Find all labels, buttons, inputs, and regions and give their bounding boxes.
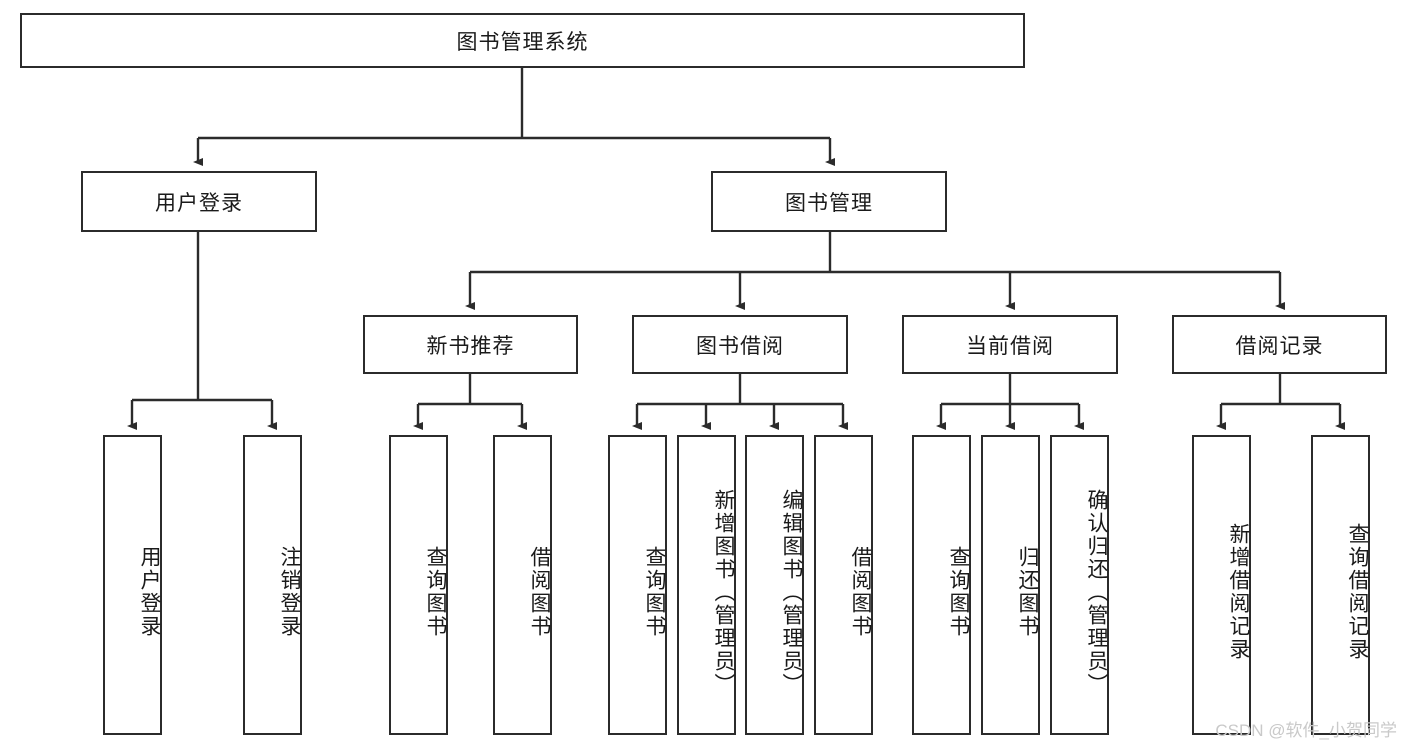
node-root-book-management-system[interactable]: 图书管理系统 (20, 13, 1025, 68)
watermark: CSDN @软件_小贺同学 (1215, 721, 1397, 740)
node-label: 确认归还（管理员） (1085, 488, 1108, 696)
node-label: 图书管理系统 (456, 30, 589, 54)
leaf-user-login-login[interactable]: 用户登录 (103, 435, 162, 735)
node-label: 编辑图书（管理员） (780, 488, 803, 696)
leaf-user-login-logout[interactable]: 注销登录 (243, 435, 302, 735)
node-label: 查询借阅记录 (1346, 523, 1369, 661)
node-label: 查询图书 (424, 546, 447, 638)
node-label: 借阅记录 (1235, 334, 1324, 358)
node-label: 用户登录 (138, 546, 161, 638)
node-label: 图书管理 (785, 191, 873, 215)
node-label: 注销登录 (278, 546, 301, 638)
node-user-login[interactable]: 用户登录 (81, 171, 317, 232)
node-book-borrow[interactable]: 图书借阅 (632, 315, 848, 374)
leaf-current-borrow-query-book[interactable]: 查询图书 (912, 435, 971, 735)
node-label: 查询图书 (947, 546, 970, 638)
leaf-book-borrow-edit-book-admin[interactable]: 编辑图书（管理员） (745, 435, 804, 735)
node-book-management[interactable]: 图书管理 (711, 171, 947, 232)
node-new-book-recommend[interactable]: 新书推荐 (363, 315, 578, 374)
node-label: 借阅图书 (528, 546, 551, 638)
leaf-borrow-record-add-record[interactable]: 新增借阅记录 (1192, 435, 1251, 735)
node-label: 新增借阅记录 (1227, 523, 1250, 661)
node-label: 当前借阅 (966, 334, 1054, 358)
node-label: 图书借阅 (696, 334, 784, 358)
node-borrow-record[interactable]: 借阅记录 (1172, 315, 1387, 374)
leaf-book-borrow-borrow-book[interactable]: 借阅图书 (814, 435, 873, 735)
node-label: 查询图书 (643, 546, 666, 638)
leaf-book-borrow-query-book[interactable]: 查询图书 (608, 435, 667, 735)
leaf-new-book-borrow-book[interactable]: 借阅图书 (493, 435, 552, 735)
node-label: 归还图书 (1016, 546, 1039, 638)
leaf-book-borrow-add-book-admin[interactable]: 新增图书（管理员） (677, 435, 736, 735)
node-label: 用户登录 (155, 191, 243, 215)
node-current-borrow[interactable]: 当前借阅 (902, 315, 1118, 374)
leaf-current-borrow-confirm-return-admin[interactable]: 确认归还（管理员） (1050, 435, 1109, 735)
leaf-new-book-query-book[interactable]: 查询图书 (389, 435, 448, 735)
leaf-current-borrow-return-book[interactable]: 归还图书 (981, 435, 1040, 735)
node-label: 新书推荐 (426, 334, 515, 358)
node-label: 借阅图书 (849, 546, 872, 638)
leaf-borrow-record-query-record[interactable]: 查询借阅记录 (1311, 435, 1370, 735)
node-label: 新增图书（管理员） (712, 488, 735, 696)
